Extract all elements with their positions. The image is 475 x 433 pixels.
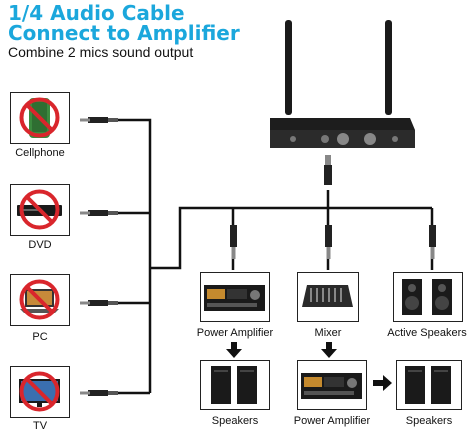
mixer-box (297, 272, 359, 322)
speakers-icon (405, 366, 451, 404)
cellphone-icon (19, 97, 60, 138)
chain-label-speakers-1: Speakers (211, 415, 259, 427)
output-jacks (230, 225, 436, 259)
output-label-active-speakers: Active Speakers (387, 327, 467, 339)
antenna-left-icon (285, 20, 292, 115)
chain-power-amplifier-box (297, 360, 367, 410)
dvd-icon (17, 189, 62, 230)
pc-box (10, 274, 70, 326)
chain-label-power-amplifier: Power Amplifier (293, 415, 371, 427)
speakers-icon (402, 279, 452, 315)
speakers-box-1 (200, 360, 270, 410)
title-line-2: Connect to Amplifier (8, 21, 240, 45)
wireless-receiver (270, 20, 415, 148)
mixer-icon (302, 285, 353, 307)
cellphone-box (10, 92, 70, 144)
speakers-box-2 (396, 360, 462, 410)
speakers-icon (211, 366, 257, 404)
subtitle: Combine 2 mics sound output (8, 44, 194, 60)
source-label-cellphone: Cellphone (15, 147, 65, 159)
tv-icon (19, 371, 60, 412)
power-amplifier-box (200, 272, 270, 322)
tv-box (10, 366, 70, 418)
antenna-right-icon (385, 20, 392, 115)
amplifier-icon (301, 373, 362, 399)
flow-arrows (226, 342, 392, 391)
source-label-tv: TV (32, 420, 48, 432)
dvd-box (10, 184, 70, 236)
receiver-jack (324, 155, 332, 185)
chain-label-speakers-2: Speakers (405, 415, 453, 427)
amplifier-icon (204, 285, 265, 311)
source-wires (118, 118, 434, 395)
source-jacks (80, 117, 118, 396)
output-label-power-amplifier: Power Amplifier (196, 327, 274, 339)
title-line-1: 1/4 Audio Cable (8, 1, 185, 25)
source-label-pc: PC (32, 331, 48, 343)
source-label-dvd: DVD (28, 239, 52, 251)
output-label-mixer: Mixer (314, 327, 342, 339)
laptop-icon (19, 279, 60, 320)
active-speakers-box (393, 272, 463, 322)
